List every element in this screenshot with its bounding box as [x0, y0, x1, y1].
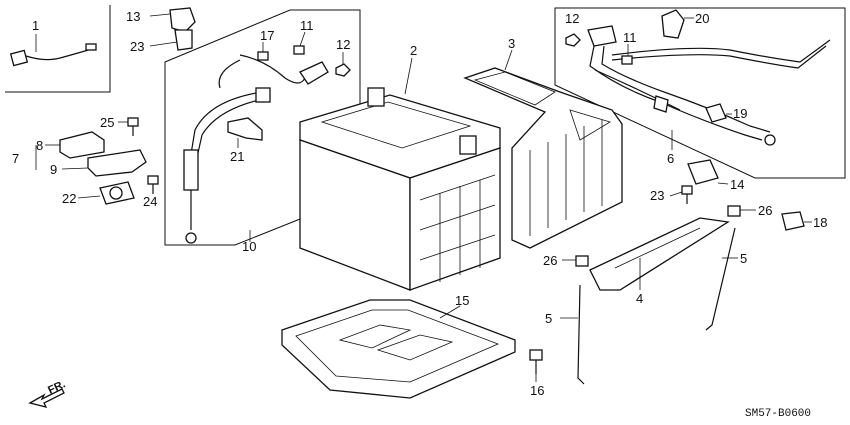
callout-12-left: 12: [336, 37, 350, 52]
part-12-nut-right: [565, 33, 581, 47]
callout-6: 6: [667, 151, 674, 166]
callout-3: 3: [508, 36, 515, 51]
callout-25: 25: [100, 115, 114, 130]
callout-14: 14: [730, 177, 744, 192]
callout-15: 15: [455, 293, 469, 308]
front-arrow-icon: [28, 388, 65, 408]
part-18-clip: [781, 211, 812, 231]
callout-9: 9: [50, 162, 57, 177]
callout-21: 21: [230, 149, 244, 164]
part-12-nut: [335, 52, 351, 77]
part-11-bolt: [293, 31, 306, 55]
callout-17: 17: [260, 28, 274, 43]
part-13-clamp: [149, 7, 196, 51]
callout-24: 24: [143, 194, 157, 209]
part-9-clamp: [61, 149, 147, 177]
part-1-terminal-wire: [9, 34, 97, 67]
callout-11-right: 11: [623, 30, 637, 45]
part-11-bolt-right: [621, 44, 633, 65]
callout-18: 18: [813, 215, 827, 230]
callout-1: 1: [32, 18, 39, 33]
part-8-clamp: [45, 131, 105, 159]
callout-8: 8: [36, 138, 43, 153]
callout-16: 16: [530, 383, 544, 398]
callout-10: 10: [242, 239, 256, 254]
callout-26-right: 26: [758, 203, 772, 218]
part-4-bracket: [589, 217, 730, 291]
part-26-nut-right: [727, 205, 756, 217]
callout-7: 7: [12, 151, 19, 166]
part-3-cover: [463, 49, 623, 249]
group-box-1: [5, 5, 111, 93]
callout-2: 2: [410, 43, 417, 58]
callout-20: 20: [695, 11, 709, 26]
part-21-bracket: [227, 117, 263, 148]
part-10-cable: [183, 54, 329, 244]
callout-23-left: 23: [130, 39, 144, 54]
part-22-terminal: [77, 181, 135, 205]
callout-11-left: 11: [300, 18, 314, 33]
callout-22: 22: [62, 191, 76, 206]
part-6-cable: [587, 25, 831, 150]
part-15-tray: [281, 299, 516, 399]
part-2-battery: [299, 57, 501, 291]
part-25-bolt: [118, 117, 139, 136]
callout-19: 19: [733, 106, 747, 121]
part-26-nut-left: [562, 255, 589, 267]
part-24-bolt: [147, 175, 159, 194]
part-20-terminal: [661, 9, 694, 39]
callout-26-left: 26: [543, 253, 557, 268]
part-5-rod-left: [560, 284, 585, 385]
part-17-bolt: [257, 42, 269, 61]
callout-23-right: 23: [650, 188, 664, 203]
part-16-bolt: [529, 349, 543, 382]
part-19-clip: [705, 103, 732, 123]
diagram-code: SM57-B0600: [745, 408, 811, 420]
callout-5-left: 5: [545, 311, 552, 326]
front-label: FR.: [46, 378, 67, 396]
part-5-rod-right: [705, 227, 738, 331]
callout-13: 13: [126, 9, 140, 24]
callout-12-right: 12: [565, 11, 579, 26]
part-23-bolt-right: [669, 185, 693, 204]
callout-5-right: 5: [740, 251, 747, 266]
part-14-bracket: [687, 159, 729, 185]
callout-4: 4: [636, 291, 643, 306]
group-box-6: [554, 7, 846, 179]
